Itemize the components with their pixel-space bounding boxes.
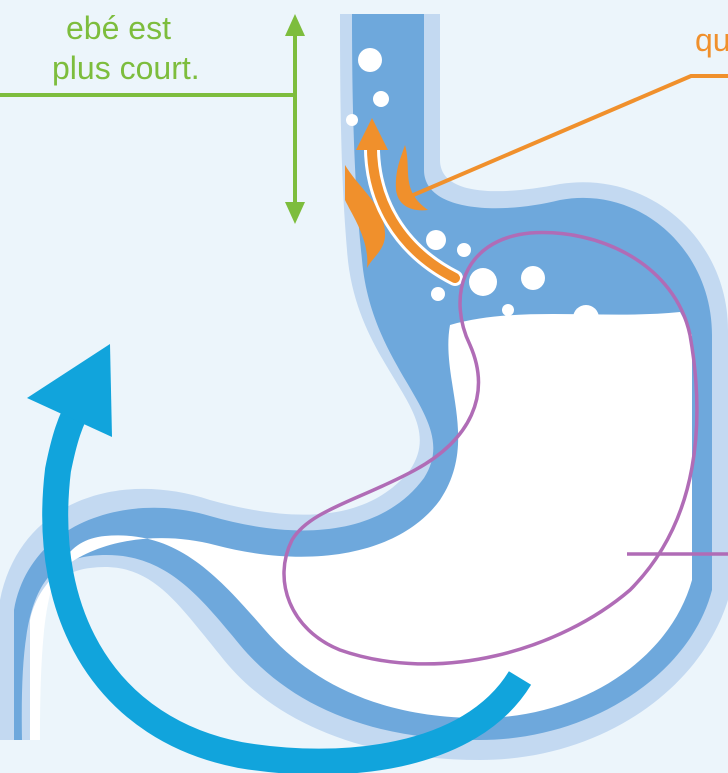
length-arrow-head-down [285,202,305,224]
length-arrow-head-up [285,14,305,36]
orange-callout-line [411,76,728,196]
motion-arrow-tick [306,760,312,773]
